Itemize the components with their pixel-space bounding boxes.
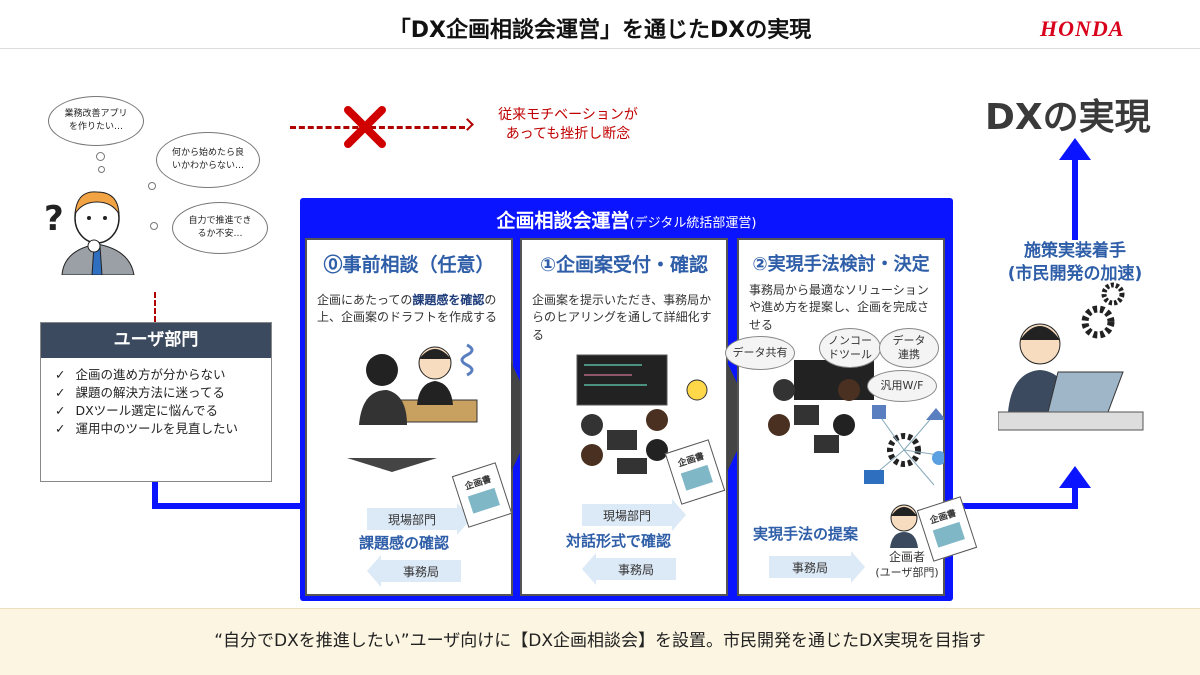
- up-arrow-icon: [1059, 466, 1091, 488]
- goal-title: DXの実現: [985, 97, 1151, 138]
- step-description: 企画にあたっての課題感を確認の上、企画案のドラフトを作成する: [317, 292, 503, 327]
- planner-label: 企画者(ユーザ部門): [867, 550, 947, 580]
- list-item-text: DXツール選定に悩んでる: [75, 403, 219, 419]
- flow-line: [152, 503, 302, 509]
- planner-name: 企画者: [888, 550, 925, 564]
- developer-laptop-illustration: [998, 282, 1144, 431]
- flow-line: [152, 482, 158, 509]
- solution-bubble: ノンコードツール: [819, 328, 881, 368]
- red-dashed-arrow: [290, 126, 465, 129]
- thought-bubble: 何から始めたら良いかわからない…: [156, 132, 260, 188]
- cross-icon: [344, 106, 386, 148]
- footer-summary: “自分でDXを推進したい”ユーザ向けに【DX企画相談会】を設置。市民開発を通じた…: [0, 608, 1200, 675]
- step-key-point: 対話形式で確認: [566, 532, 672, 550]
- red-dashed-connector: [154, 292, 156, 322]
- failure-note-line: 従来モチベーションが: [498, 107, 638, 123]
- honda-logo: HONDA: [1040, 16, 1125, 41]
- thought-text: 自力で推進できるか不安…: [188, 216, 252, 239]
- thought-dot: [148, 182, 156, 190]
- list-item: ✓ 運用中のツールを見直したい: [55, 420, 271, 438]
- list-item-text: 企画の進め方が分からない: [75, 367, 226, 382]
- thought-bubble: 業務改善アプリを作りたい…: [48, 96, 144, 146]
- user-department-title: ユーザ部門: [41, 323, 271, 358]
- step-panel-plan-intake: ①企画案受付・確認 企画案を提示いただき、事務局からのヒアリングを通して詳細化す…: [520, 238, 728, 596]
- thought-bubble: 自力で推進できるか不安…: [172, 202, 268, 254]
- check-icon: ✓: [55, 403, 66, 419]
- consultation-title: 企画相談会運営(デジタル統括部運営): [300, 206, 953, 233]
- step-heading: ①企画案受付・確認: [539, 254, 709, 276]
- user-department-box: ユーザ部門 ✓ 企画の進め方が分からない ✓ 課題の解決方法に迷ってる ✓ DXツール…: [40, 322, 272, 482]
- list-item: ✓ 企画の進め方が分からない: [55, 366, 271, 384]
- desc-text: の上、企画案のドラフトを作成する: [317, 293, 498, 325]
- next-step-line: 施策実装着手: [1024, 241, 1126, 261]
- list-item-text: 運用中のツールを見直したい: [75, 421, 238, 437]
- step-key-point: 課題感の確認: [359, 534, 450, 552]
- thought-text: 何から始めたら良いかわからない…: [171, 148, 244, 171]
- step-panel-prior-consult: ⓪事前相談（任意） 企画にあたっての課題感を確認の上、企画案のドラフトを作成する…: [305, 238, 513, 596]
- failure-note: 従来モチベーションがあっても挫折し断念: [488, 106, 648, 144]
- thought-dot: [98, 166, 105, 173]
- up-arrow-shaft: [1072, 155, 1078, 240]
- thought-dot: [96, 152, 105, 161]
- check-icon: ✓: [55, 421, 66, 437]
- user-concerns-list: ✓ 企画の進め方が分からない ✓ 課題の解決方法に迷ってる ✓ DXツール選定に悩んで…: [41, 358, 271, 439]
- page-title: 「DX企画相談会運営」を通じたDXの実現: [388, 18, 812, 43]
- desc-text: 企画にあたっての: [317, 293, 413, 307]
- thought-dot: [150, 222, 158, 230]
- list-item: ✓ 課題の解決方法に迷ってる: [55, 384, 271, 402]
- check-icon: ✓: [55, 367, 66, 382]
- step-description: 事務局から最適なソリューションや進め方を提案し、企画を完成させる: [749, 283, 930, 332]
- desc-bold: 課題感を確認: [412, 293, 485, 307]
- planner-sub: (ユーザ部門): [875, 565, 939, 579]
- svg-text:?: ?: [44, 199, 64, 239]
- check-icon: ✓: [55, 385, 66, 401]
- failure-note-line: あっても挫折し断念: [505, 125, 631, 142]
- worried-person-illustration: ?: [44, 191, 135, 275]
- step-panel-method-decision: ②実現手法検討・決定 事務局から最適なソリューションや進め方を提案し、企画を完成…: [725, 238, 978, 596]
- list-item: ✓ DXツール選定に悩んでる: [55, 402, 271, 420]
- flow-line: [952, 503, 1078, 509]
- solution-bubble: 汎用W/F: [867, 370, 937, 402]
- arrow-to-office: 事務局: [582, 553, 676, 585]
- arrow-to-office: 事務局: [367, 555, 461, 587]
- title-divider: [0, 48, 1200, 49]
- consultation-title-text: 企画相談会運営: [496, 210, 630, 232]
- down-arrow-icon: [347, 458, 437, 472]
- step-heading: ⓪事前相談（任意）: [323, 254, 495, 276]
- consultation-subtitle: (デジタル統括部運営): [629, 216, 757, 231]
- solution-bubble: データ連携: [879, 328, 939, 368]
- arrow-to-field: 現場部門: [367, 503, 471, 535]
- flow-line: [1072, 485, 1078, 509]
- step-heading: ②実現手法検討・決定: [752, 254, 930, 275]
- arrow-to-planner: 事務局: [769, 551, 865, 583]
- consultation-illustration: [359, 343, 478, 425]
- up-arrow-icon: [1059, 138, 1091, 160]
- solution-bubble: データ共有: [725, 336, 795, 370]
- arrow-to-field: 現場部門: [582, 499, 686, 531]
- step-key-point: 実現手法の提案: [753, 525, 859, 543]
- next-step-line: (市民開発の加速): [1007, 263, 1143, 284]
- step-description: 企画案を提示いただき、事務局からのヒアリングを通して詳細化する: [532, 293, 712, 342]
- list-item-text: 課題の解決方法に迷ってる: [75, 385, 225, 401]
- planner-avatar: [890, 504, 918, 548]
- thought-text: 業務改善アプリを作りたい…: [64, 109, 128, 132]
- meeting-illustration: [576, 354, 708, 474]
- next-step-label: 施策実装着手(市民開発の加速): [985, 240, 1165, 286]
